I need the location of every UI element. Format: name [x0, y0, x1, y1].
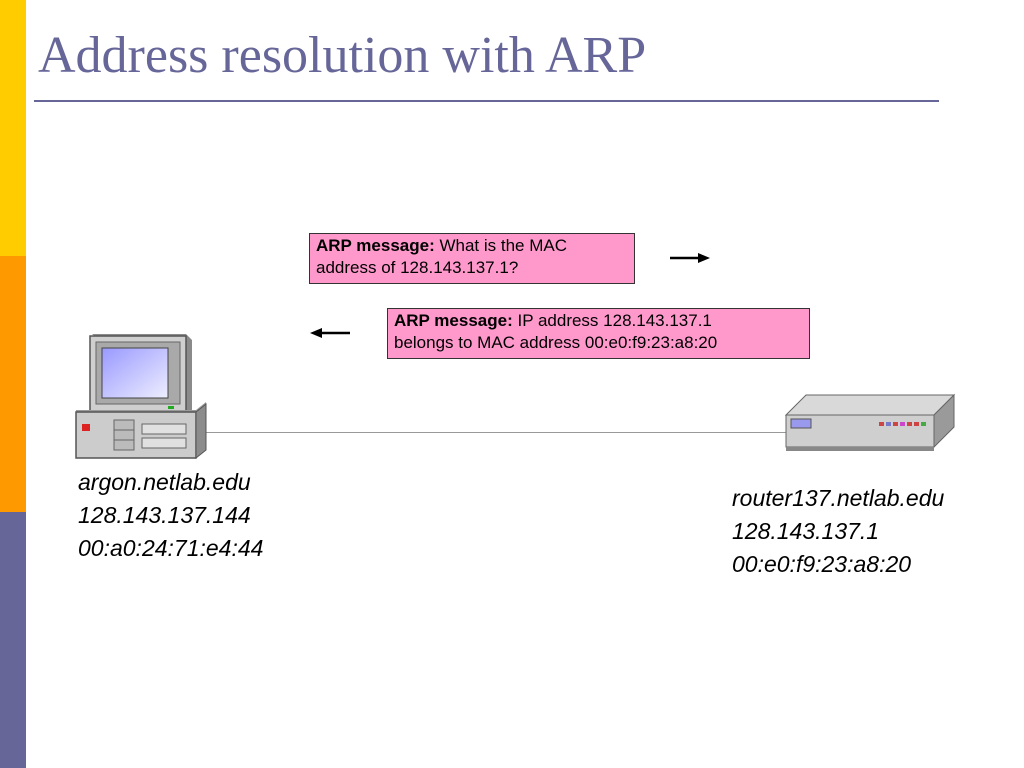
arp-request-message: ARP message: What is the MAC address of …: [309, 233, 635, 284]
argon-ip-address: 128.143.137.144: [78, 502, 251, 528]
sidebar-accent-orange: [0, 256, 26, 512]
router-host-label: router137.netlab.edu 128.143.137.1 00:e0…: [732, 482, 944, 581]
router-hostname: router137.netlab.edu: [732, 485, 945, 511]
arp-reply-label: ARP message:: [394, 311, 513, 330]
router-icon: [784, 393, 956, 451]
desktop-computer-icon: [75, 334, 207, 460]
arp-reply-message: ARP message: IP address 128.143.137.1 be…: [387, 308, 810, 359]
argon-mac-address: 00:a0:24:71:e4:44: [78, 535, 264, 561]
router-mac-address: 00:e0:f9:23:a8:20: [732, 551, 912, 577]
argon-hostname: argon.netlab.edu: [78, 469, 251, 495]
argon-host-label: argon.netlab.edu 128.143.137.144 00:a0:2…: [78, 466, 263, 565]
arp-request-label: ARP message:: [316, 236, 435, 255]
title-underline: [34, 100, 939, 102]
arrow-left-icon: [310, 328, 350, 338]
arp-request-line1: What is the MAC: [434, 236, 568, 255]
arrow-right-icon: [670, 253, 710, 263]
slide-title: Address resolution with ARP: [38, 27, 647, 84]
arp-request-line2: address of 128.143.137.1?: [316, 258, 519, 277]
router-ip-address: 128.143.137.1: [732, 518, 880, 544]
network-link: [200, 432, 792, 433]
sidebar-accent-yellow: [0, 0, 26, 256]
arp-reply-line1: IP address 128.143.137.1: [512, 311, 712, 330]
sidebar-accent-purple: [0, 512, 26, 768]
arp-reply-line2: belongs to MAC address 00:e0:f9:23:a8:20: [394, 333, 718, 352]
